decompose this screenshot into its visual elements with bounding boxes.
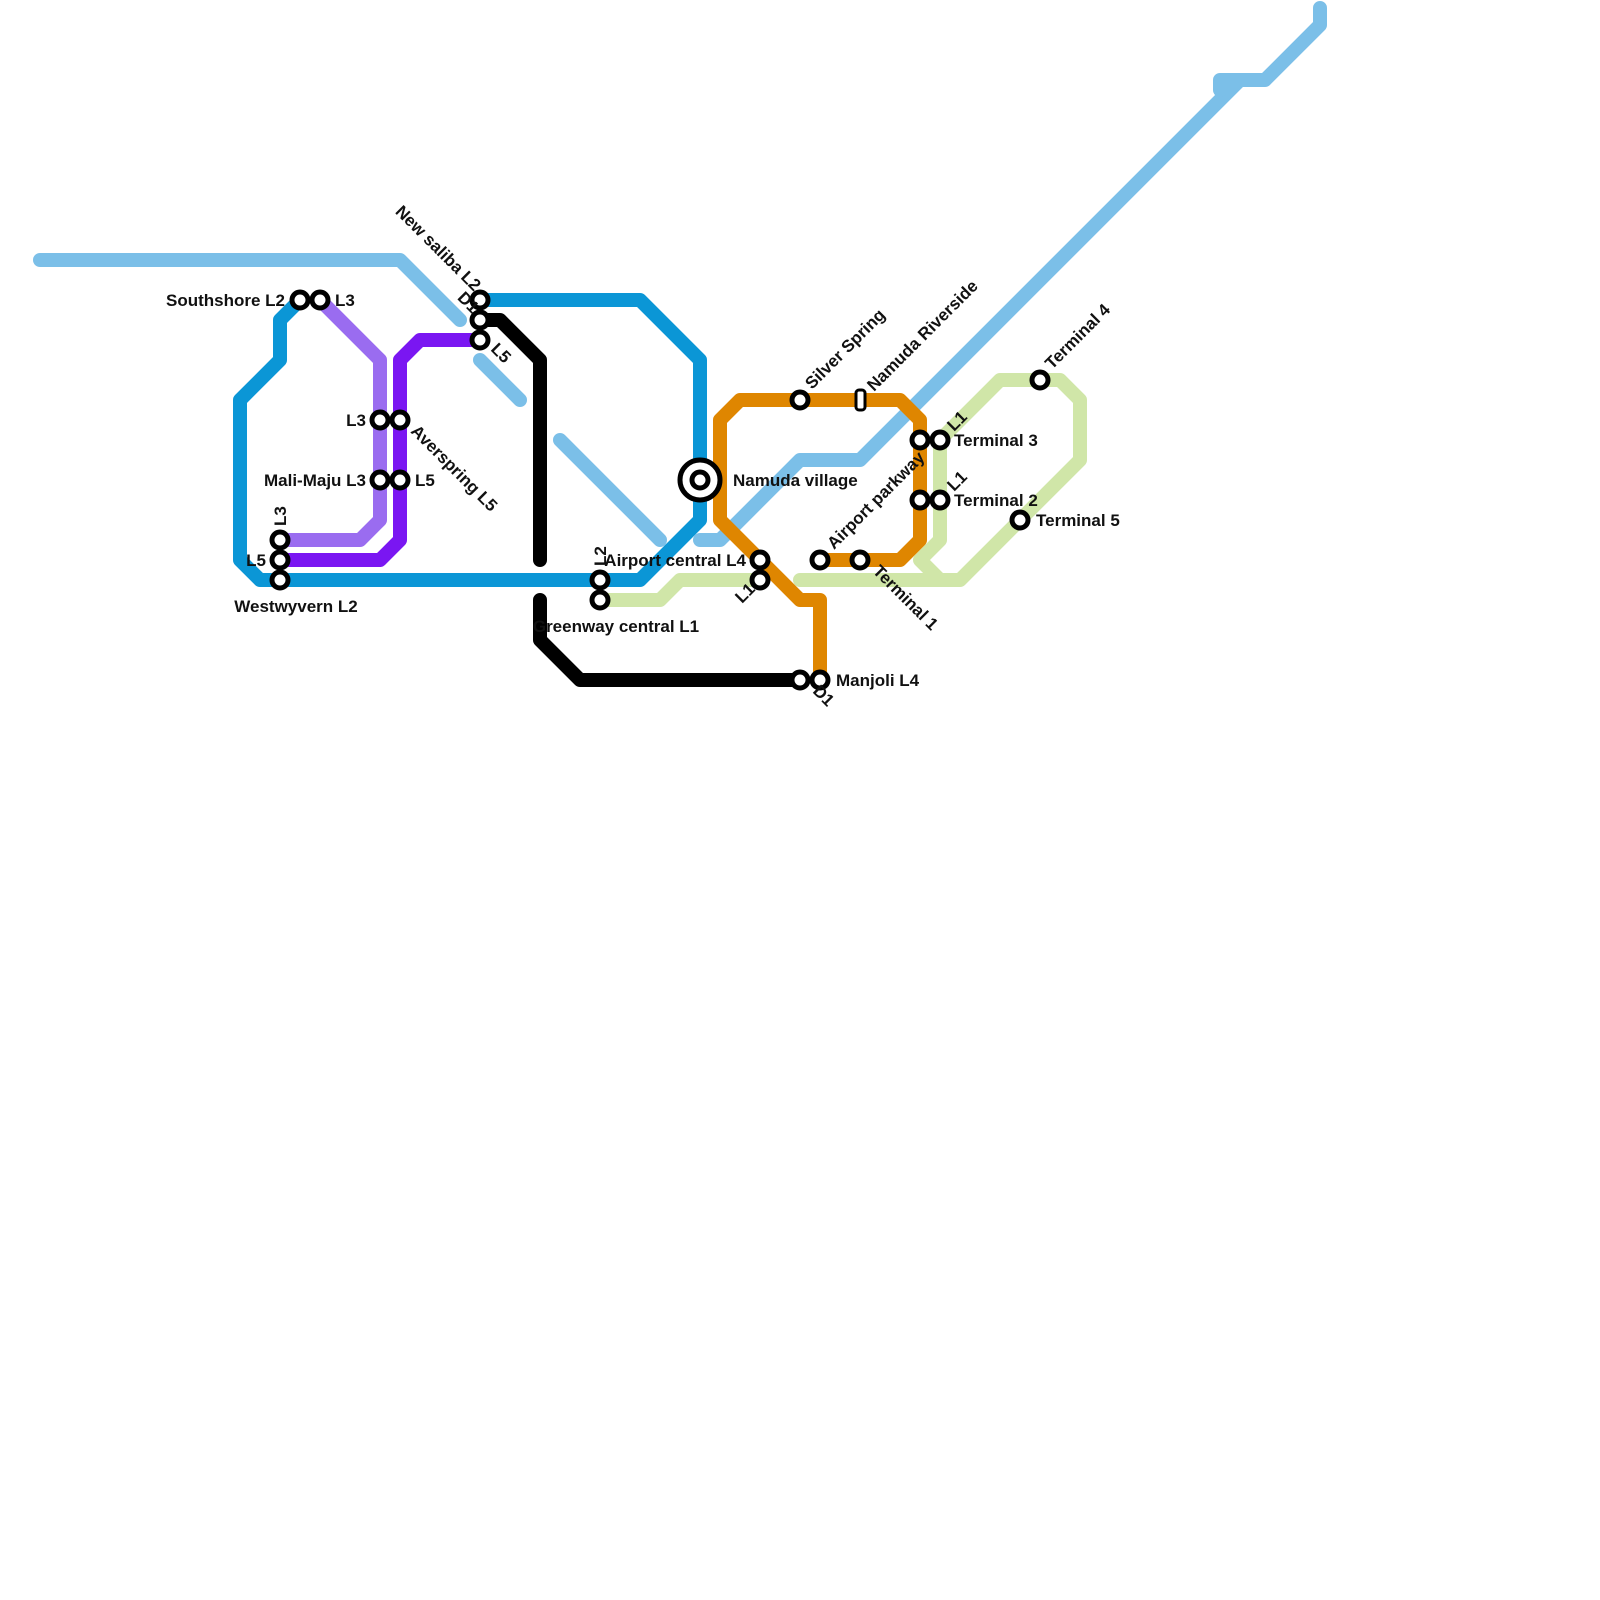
station-manjoli-d1[interactable] <box>789 669 811 691</box>
label-southshore: Southshore L2 <box>166 291 285 310</box>
station-averspring-l3[interactable] <box>369 409 391 431</box>
label-airport-central: Airport central L4 <box>604 551 746 570</box>
station-terminal-2[interactable] <box>929 489 951 511</box>
label-terminal-5: Terminal 5 <box>1036 511 1120 530</box>
label-westwyvern-l3: L3 <box>271 506 290 526</box>
label-terminal-4: Terminal 4 <box>1041 300 1114 373</box>
sky-line-west <box>33 253 467 327</box>
station-terminal-3[interactable] <box>929 429 951 451</box>
station-terminal-5[interactable] <box>1009 509 1031 531</box>
sky-line-north <box>1213 1 1327 97</box>
station-westwyvern-l3[interactable] <box>269 529 291 551</box>
station-manjoli[interactable] <box>809 669 831 691</box>
label-namuda-village: Namuda village <box>733 471 858 490</box>
station-greenway-l2[interactable] <box>589 569 611 591</box>
orange-line <box>713 393 927 687</box>
station-airport-central-l1[interactable] <box>749 569 771 591</box>
station-terminal-4[interactable] <box>1029 369 1051 391</box>
station-airport-central[interactable] <box>749 549 771 571</box>
label-terminal-2: Terminal 2 <box>954 491 1038 510</box>
station-airport-parkway[interactable] <box>809 549 831 571</box>
violet-line <box>273 333 487 567</box>
label-namuda-riverside: Namuda Riverside <box>863 276 981 394</box>
station-namuda-riverside[interactable] <box>854 388 867 412</box>
label-greenway-l2: L2 <box>591 546 610 566</box>
black-line-south <box>533 593 807 687</box>
station-mali-maju-l5[interactable] <box>389 469 411 491</box>
label-terminal-3: Terminal 3 <box>954 431 1038 450</box>
label-westwyvern-l5: L5 <box>246 551 266 570</box>
station-terminal-2-l1[interactable] <box>909 489 931 511</box>
station-greenway[interactable] <box>589 589 611 611</box>
station-silver-spring[interactable] <box>789 389 811 411</box>
label-southshore-l3: L3 <box>335 291 355 310</box>
label-mali-maju-l5: L5 <box>415 471 435 490</box>
station-southshore[interactable] <box>289 289 311 311</box>
station-new-saliba-l5[interactable] <box>469 329 491 351</box>
station-new-saliba-d1[interactable] <box>469 309 491 331</box>
pale-green-line-west <box>593 573 767 607</box>
station-averspring[interactable] <box>389 409 411 431</box>
sky-line-center <box>553 433 667 547</box>
station-westwyvern-l5[interactable] <box>269 549 291 571</box>
label-new-saliba: New saliba L2 <box>392 202 485 295</box>
interchange-namuda-village[interactable] <box>677 457 723 503</box>
station-southshore-l3[interactable] <box>309 289 331 311</box>
label-greenway: Greenway central L1 <box>533 617 699 636</box>
label-mali-maju: Mali-Maju L3 <box>264 471 366 490</box>
station-westwyvern[interactable] <box>269 569 291 591</box>
label-manjoli: Manjoli L4 <box>836 671 920 690</box>
station-new-saliba[interactable] <box>469 289 491 311</box>
station-terminal-1[interactable] <box>849 549 871 571</box>
blue-line <box>233 293 707 587</box>
label-averspring-l3: L3 <box>346 411 366 430</box>
station-mali-maju[interactable] <box>369 469 391 491</box>
sky-line-stub <box>473 353 527 407</box>
sky-line-east <box>693 73 1247 547</box>
lavender-line <box>273 293 387 547</box>
station-terminal-3-l1[interactable] <box>909 429 931 451</box>
label-averspring: Averspring L5 <box>407 421 501 515</box>
label-westwyvern: Westwyvern L2 <box>234 597 357 616</box>
